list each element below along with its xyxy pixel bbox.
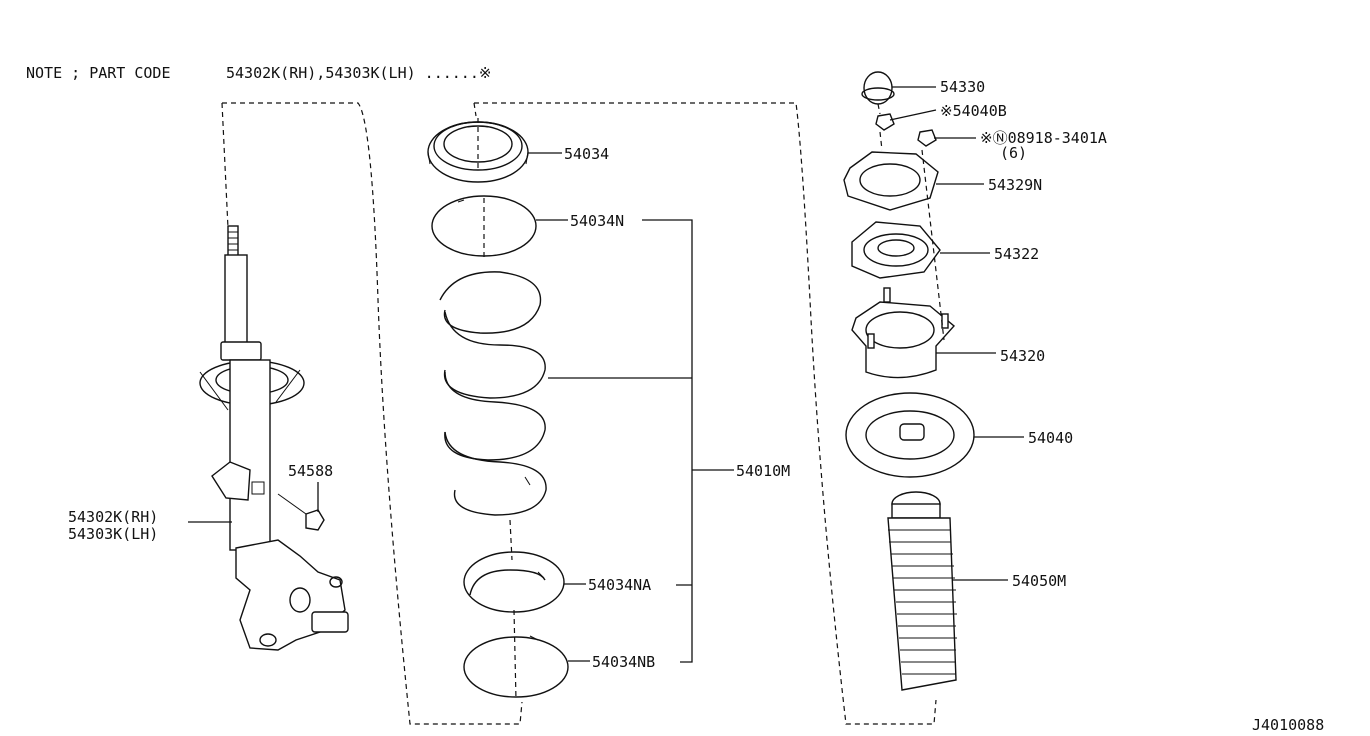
label-54303K: 54303K(LH) <box>68 525 158 543</box>
drawing-id: J4010088 <box>1252 716 1324 734</box>
label-54034N: 54034N <box>570 212 624 230</box>
leader-54034N <box>536 219 693 663</box>
label-08918: ※Ⓝ08918-3401A <box>980 129 1107 147</box>
label-54034NB: 54034NB <box>592 653 655 671</box>
leader-54040B <box>889 109 937 121</box>
strut-assembly-drawing <box>199 102 523 725</box>
label-54320: 54320 <box>1000 347 1045 365</box>
label-54330: 54330 <box>940 78 985 96</box>
note-codes: 54302K(RH),54303K(LH) ......※ <box>226 64 491 82</box>
label-54034: 54034 <box>564 145 609 163</box>
label-54588: 54588 <box>288 462 333 480</box>
label-54040B: ※54040B <box>940 102 1007 120</box>
label-54302K: 54302K(RH) <box>68 508 158 526</box>
spring-stack-drawing <box>427 102 937 725</box>
note-prefix: NOTE ; PART CODE <box>26 64 171 82</box>
label-54040: 54040 <box>1028 429 1073 447</box>
label-54034NA: 54034NA <box>588 576 651 594</box>
mount-stack-drawing <box>843 71 975 691</box>
label-54322: 54322 <box>994 245 1039 263</box>
label-54050M: 54050M <box>1012 572 1066 590</box>
label-08918-qty: (6) <box>1000 144 1027 162</box>
label-54329N: 54329N <box>988 176 1042 194</box>
label-54010M: 54010M <box>736 462 790 480</box>
